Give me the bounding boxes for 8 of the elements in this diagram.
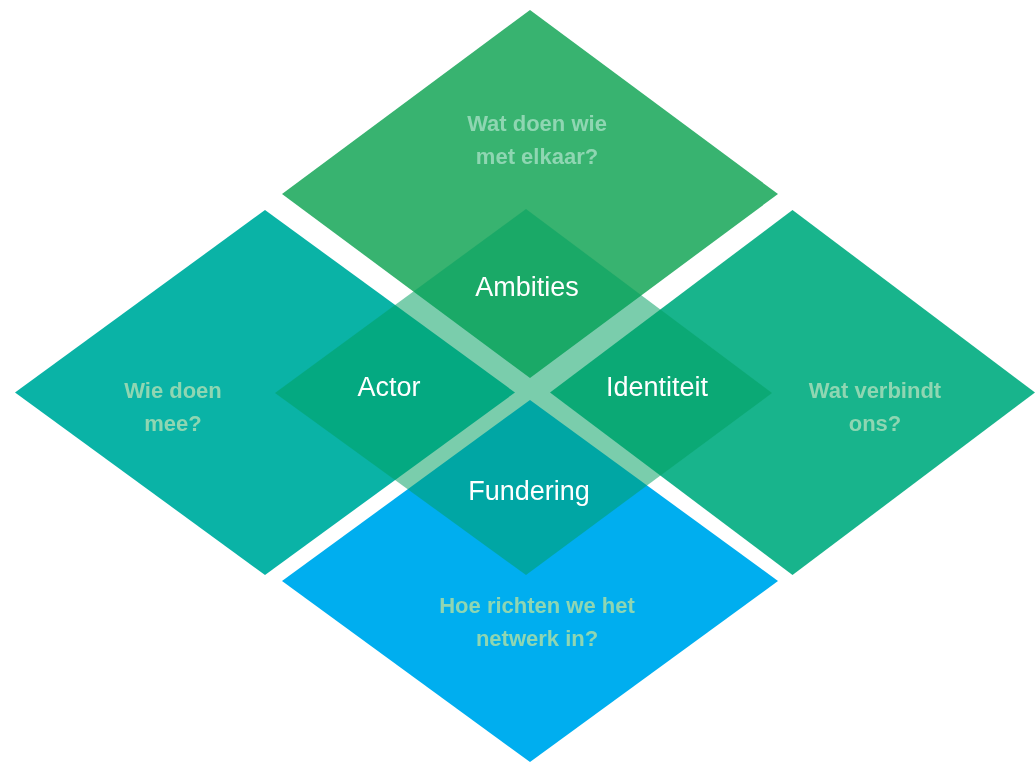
question-text: Hoe richten we het netwerk in? — [438, 592, 636, 653]
question-text: Wat verbindt ons? — [807, 377, 943, 438]
keyword-label: Ambities — [475, 271, 579, 303]
keyword-label: Identiteit — [605, 371, 709, 403]
question-text: Wat doen wie met elkaar? — [466, 110, 608, 171]
keyword-label: Actor — [357, 371, 421, 403]
question-text: Wie doen mee? — [123, 377, 223, 438]
keyword-label: Fundering — [468, 475, 590, 507]
